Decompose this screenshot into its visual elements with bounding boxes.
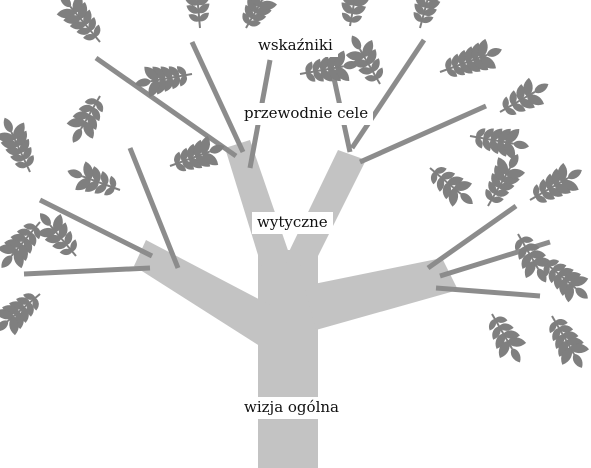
- branch: [38, 197, 154, 259]
- branch: [189, 40, 246, 154]
- leaf-icon: [66, 167, 85, 181]
- leaf-sprig: [486, 313, 527, 365]
- branch: [426, 203, 518, 271]
- leaf-icon: [570, 351, 586, 370]
- leaf-icon: [508, 346, 524, 365]
- leaf-sprig: [240, 0, 278, 29]
- trunk-group: [134, 140, 458, 468]
- limb-upper-left: [225, 140, 292, 268]
- leaf-icon: [348, 33, 364, 52]
- leaf-sprig: [56, 0, 102, 43]
- trunk: [258, 250, 318, 468]
- branch: [349, 38, 427, 150]
- leaf-sprig: [338, 0, 372, 27]
- leaf-sprig: [512, 233, 553, 285]
- leaf-sprig: [345, 33, 386, 85]
- leaf-sprig: [0, 221, 42, 271]
- leaf-sprig: [37, 210, 79, 257]
- branch: [358, 103, 488, 165]
- leaf-sprig: [66, 95, 106, 145]
- leaf-sprig: [469, 125, 530, 162]
- branch: [94, 55, 238, 159]
- label-indicators: wskaźniki: [253, 35, 338, 57]
- leaf-sprig: [66, 160, 121, 198]
- leaf-icon: [512, 139, 530, 151]
- limb-left: [134, 240, 272, 350]
- leaf-icon: [485, 45, 504, 59]
- leaf-sprig: [180, 0, 213, 29]
- leaf-icon: [532, 80, 551, 96]
- leaf-sprig: [0, 291, 41, 336]
- leaf-icon: [1, 116, 16, 135]
- leaf-sprig: [541, 258, 591, 303]
- leaf-sprig: [411, 0, 445, 29]
- leaf-sprig: [483, 152, 526, 207]
- leaf-icon: [69, 126, 85, 145]
- leaf-sprig: [169, 134, 226, 174]
- leaf-sprig: [299, 48, 360, 85]
- leaf-icon: [565, 166, 584, 182]
- leaf-sprig: [429, 165, 476, 207]
- foliage: [0, 0, 591, 370]
- label-main-goals: przewodnie cele: [239, 103, 374, 125]
- label-vision: wizja ogólna: [239, 397, 344, 419]
- branch: [23, 265, 151, 277]
- label-guidelines: wytyczne: [252, 212, 333, 234]
- branch: [127, 147, 181, 269]
- limb-upper-right: [284, 150, 366, 268]
- leaf-sprig: [547, 315, 590, 370]
- leaf-sprig: [439, 37, 504, 80]
- branch: [435, 285, 541, 299]
- limb-right: [304, 258, 458, 330]
- leaf-sprig: [0, 116, 37, 173]
- leaf-sprig: [529, 162, 584, 205]
- leaf-sprig: [134, 63, 193, 99]
- leaf-sprig: [499, 77, 551, 118]
